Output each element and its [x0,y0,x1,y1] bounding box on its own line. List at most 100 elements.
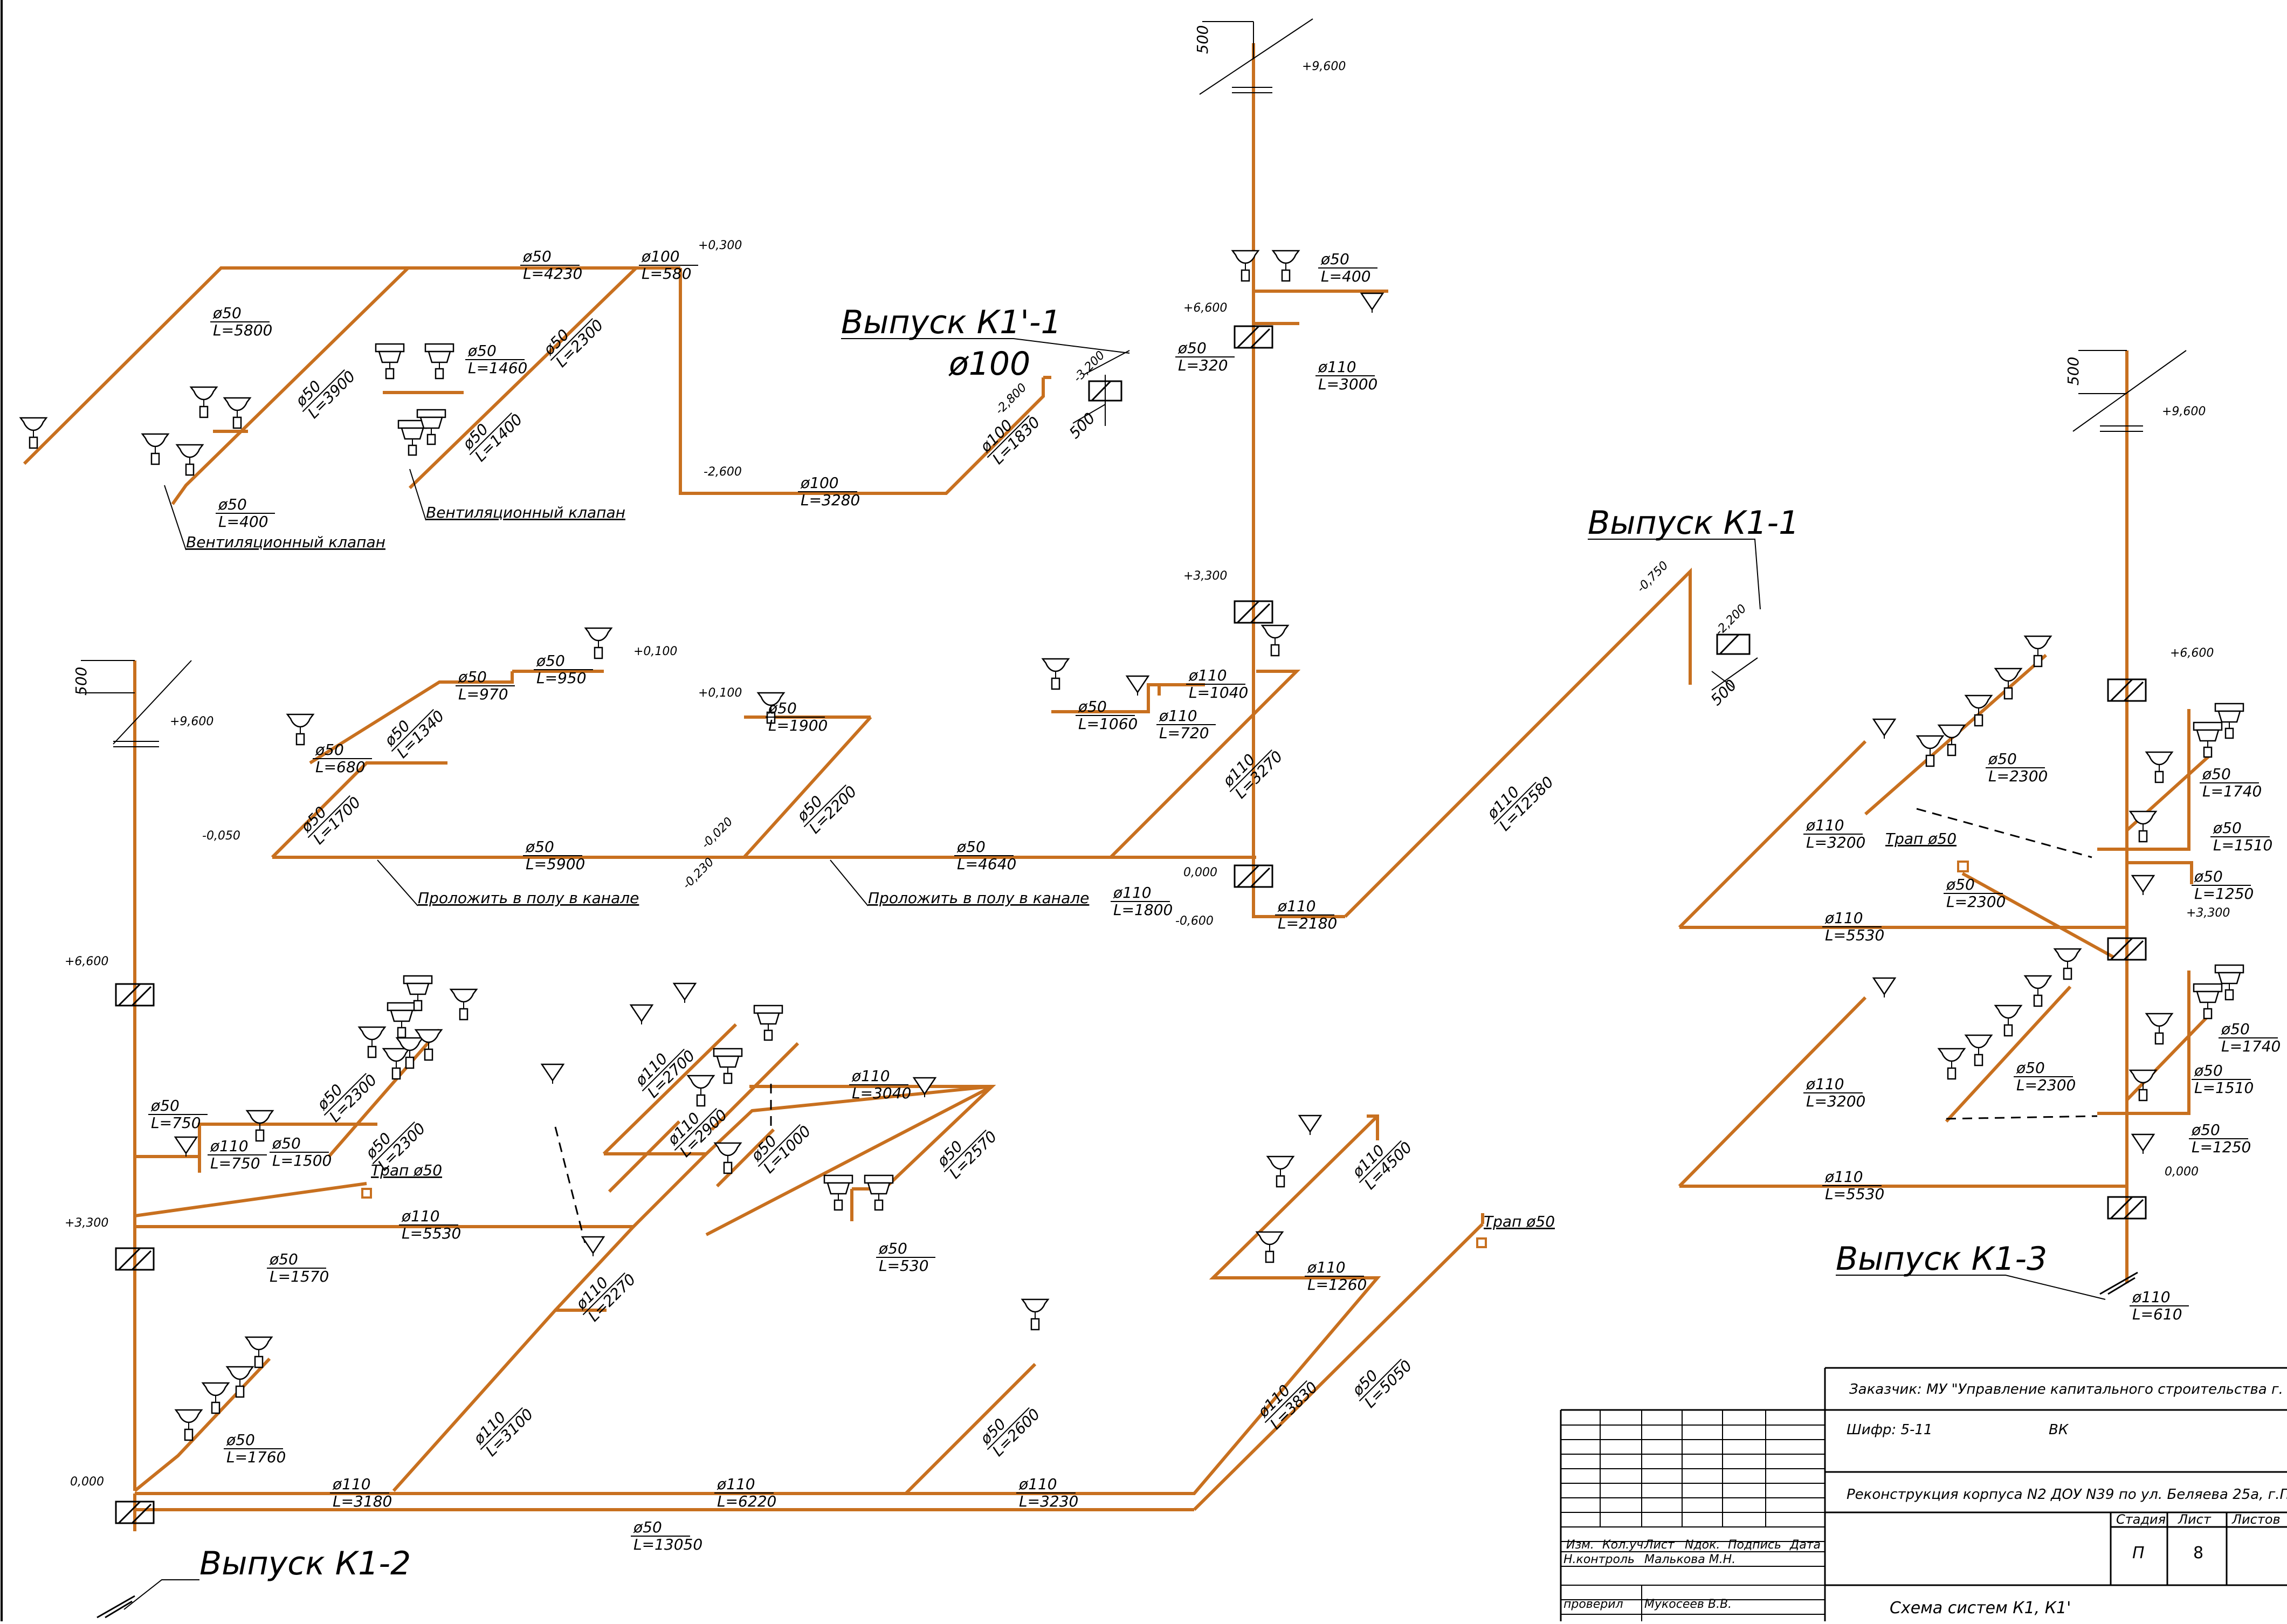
elevation-mark: +9,600 [1302,60,1346,73]
outlet-k1-2-label: Выпуск К1-2 [199,1545,411,1582]
outlet-k1p1-diameter: ø100 [948,345,1030,383]
pipe-diameter: ø50 [2202,765,2231,783]
tb-stage: П [2132,1544,2145,1563]
tb-sheet-header: Лист [2178,1512,2212,1527]
pipe-length: L=1250 [2194,885,2254,903]
pipe-length: L=720 [1159,724,1209,742]
pipe-length: L=1040 [1189,684,1248,701]
pipe-diameter: ø50 [2194,868,2223,885]
dim-500: 500 [72,667,90,696]
pipe-length: L=3200 [1806,1092,1865,1110]
tb-col-list: Лист [1644,1538,1675,1552]
pipe-length: L=1460 [468,359,527,377]
pipe-length: L=5530 [402,1224,461,1242]
pipe-diameter: ø110 [1277,897,1316,915]
elevation-mark: +0,100 [698,686,742,700]
elevation-mark: +9,600 [2162,405,2206,418]
pipe-length: L=3280 [801,491,860,509]
elevation-mark: +3,300 [65,1216,108,1230]
pipe-diameter: ø50 [633,1518,662,1536]
tb-nkontrol-name: Малькова М.Н. [1644,1553,1735,1566]
pipe-length: L=3180 [333,1492,392,1510]
pipe-length: L=2300 [2016,1076,2076,1094]
pipe-diameter: ø110 [2132,1288,2171,1306]
dimension-500: 500 500 500 500 500 [72,25,2082,709]
pipe-length: L=3000 [1318,375,1377,393]
pipe-length: L=1260 [1307,1276,1367,1293]
pipe-diameter: ø110 [717,1475,755,1493]
elevation-mark: +3,300 [2186,906,2230,920]
wall-passages [97,325,2147,1619]
pipe-length: L=1740 [2221,1037,2281,1055]
elevation-mark: 0,000 [2165,1165,2199,1179]
pipe-diameter: ø50 [2221,1020,2250,1038]
tb-col-izm: Изм. [1566,1538,1594,1552]
pipe-length: L=1760 [226,1448,286,1466]
elevation-mark: +0,300 [698,239,742,252]
pipe-diameter: ø50 [1078,698,1107,715]
pipe-length: L=6220 [717,1492,776,1510]
pipe-length: L=1570 [270,1268,329,1285]
tb-project: Реконструкция корпуса N2 ДОУ N39 по ул. … [1847,1487,2287,1503]
pipe-length: L=1500 [272,1152,332,1169]
pipe-length: L=610 [2132,1305,2182,1323]
tb-checked: проверил [1563,1598,1623,1611]
pipe-diameter: ø50 [315,741,344,759]
elevation-mark: +0,100 [633,645,677,658]
pipe-diameter: ø110 [1824,1168,1863,1186]
pipe-diameter: ø110 [332,1475,371,1493]
pipe-diameter: ø50 [218,496,247,513]
pipe-diameter: ø50 [522,247,552,265]
pipe-length: L=2300 [1946,893,2006,911]
pipe-length: L=2300 [1988,767,2048,785]
pipe-diameter: ø110 [851,1067,890,1085]
outlet-labels: Выпуск К1'-1 ø100 Выпуск К1-1 Выпуск К1-… [123,304,2106,1610]
pipe-diameter: ø110 [401,1207,440,1225]
pipe-diameter: ø50 [1320,250,1349,268]
pipe-length: L=5530 [1825,1185,1884,1203]
pipe-diameter: ø50 [269,1250,298,1268]
elevation-mark: -0,020 [699,815,736,851]
elevation-mark: +6,600 [2170,646,2214,660]
elevation-mark: 0,000 [1183,866,1217,879]
pipe-length: L=4230 [523,265,582,283]
tb-customer: Заказчик: МУ "Управление капитального ст… [1849,1381,2287,1398]
vent-valve-note-2: Вентиляционный клапан [426,504,625,521]
pipe-diameter: ø50 [1946,876,1975,893]
floor-traps [361,861,1969,1248]
pipe-diameter: ø110 [1806,816,1844,834]
pipe-length: L=3230 [1019,1492,1078,1510]
pipe-diameter: ø50 [1988,750,2017,768]
pipe-diameter: ø110 [1806,1075,1844,1093]
elevation-mark: +3,300 [1183,569,1227,583]
pipe-length: L=1900 [768,717,828,734]
